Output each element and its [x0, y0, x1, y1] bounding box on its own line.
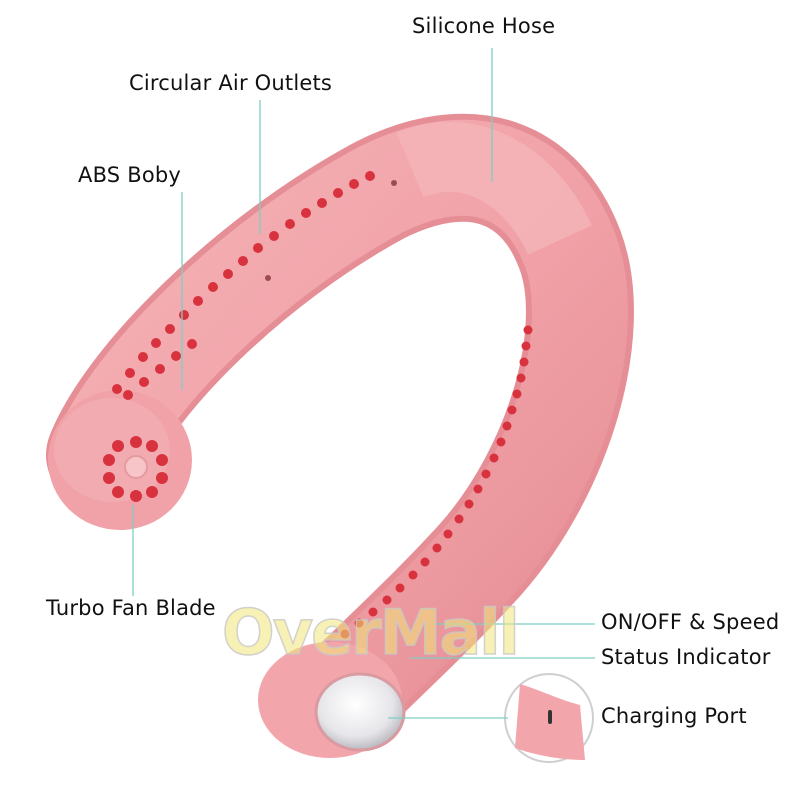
silicone-hose-label: Silicone Hose — [412, 14, 556, 38]
air-outlets-right-arm — [340, 325, 533, 639]
air-outlets-lower-left — [123, 339, 197, 400]
charging-port-label: Charging Port — [601, 704, 747, 728]
charging-port-slot — [548, 710, 552, 724]
body-hole — [265, 275, 271, 281]
body-hole — [391, 180, 397, 186]
air-outlets-upper — [112, 171, 375, 394]
watermark: OverMall — [221, 595, 520, 670]
neck-band-surface — [52, 119, 628, 748]
silicone-hose-segment — [396, 121, 592, 256]
power-speed-button[interactable] — [314, 672, 406, 752]
on-off-speed-label: ON/OFF & Speed — [601, 610, 780, 634]
abs-body-label: ABS Boby — [78, 163, 182, 187]
leader-lines — [132, 48, 595, 719]
status-indicator-label: Status Indicator — [601, 645, 771, 669]
turbo-fan-holes — [103, 436, 168, 502]
circular-air-outlets-label: Circular Air Outlets — [129, 71, 333, 95]
turbo-fan-blade-label: Turbo Fan Blade — [46, 596, 216, 620]
